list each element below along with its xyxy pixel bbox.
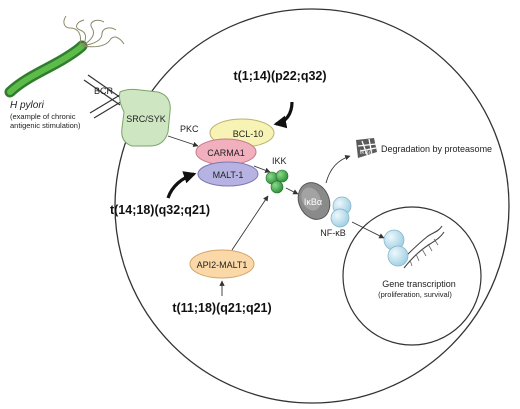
api2-malt1-to-ikk-arrow <box>231 195 269 251</box>
gene-transcription-detail: (proliferation, survival) <box>378 290 452 299</box>
t1-14-arrow <box>273 101 294 129</box>
ikba-label: IκBα <box>304 197 322 207</box>
complex-to-ikk-arrow <box>253 165 271 173</box>
pathogen-note-line1: (example of chronic <box>10 112 76 121</box>
nuclear-nfkb-subunit <box>387 245 409 267</box>
nfkb-subunit <box>330 208 350 228</box>
pkc-label: PKC <box>180 124 199 134</box>
degraded-ikba-label: IκBα <box>359 149 372 156</box>
api2-malt1-label: API2-MALT1 <box>197 260 248 270</box>
bcl10-label: BCL-10 <box>233 129 264 139</box>
dna-helix <box>403 225 445 269</box>
ikk-label: IKK <box>272 156 287 166</box>
ikk-complex <box>265 169 289 194</box>
bcr-label: BCR <box>94 86 114 96</box>
translocation-t14-18: t(14;18)(q32;q21) <box>110 203 210 217</box>
src-syk-label: SRC/SYK <box>126 114 166 124</box>
nucleus <box>342 206 482 346</box>
gene-transcription-label: Gene transcription <box>382 279 456 289</box>
nfkb-translocation-arrow <box>351 221 385 239</box>
degraded-ikba <box>356 138 377 158</box>
bcr-receptor <box>83 74 125 119</box>
pathogen-name: H pylori <box>10 100 45 111</box>
pathogen-note-line2: antigenic stimulation) <box>10 121 81 130</box>
pkc-arrow <box>167 135 199 148</box>
src-syk-kinase <box>119 88 171 147</box>
ikk-to-ikba-arrow <box>285 187 299 195</box>
malt1-protein <box>197 161 259 187</box>
nfkb-label: NF-κB <box>320 228 346 238</box>
translocation-t1-14: t(1;14)(p22;q32) <box>233 69 326 83</box>
translocation-t11-18: t(11;18)(q21;q21) <box>172 301 271 315</box>
carma1-label: CARMA1 <box>207 148 245 158</box>
t14-18-arrow <box>166 171 197 199</box>
ikba-degradation-arrow <box>325 154 351 184</box>
malt1-label: MALT-1 <box>213 170 244 180</box>
degradation-label: Degradation by proteasome <box>381 144 492 154</box>
cell-membrane <box>114 8 510 404</box>
api2-malt1-protein <box>189 249 255 279</box>
h-pylori-bacterium <box>4 15 125 98</box>
